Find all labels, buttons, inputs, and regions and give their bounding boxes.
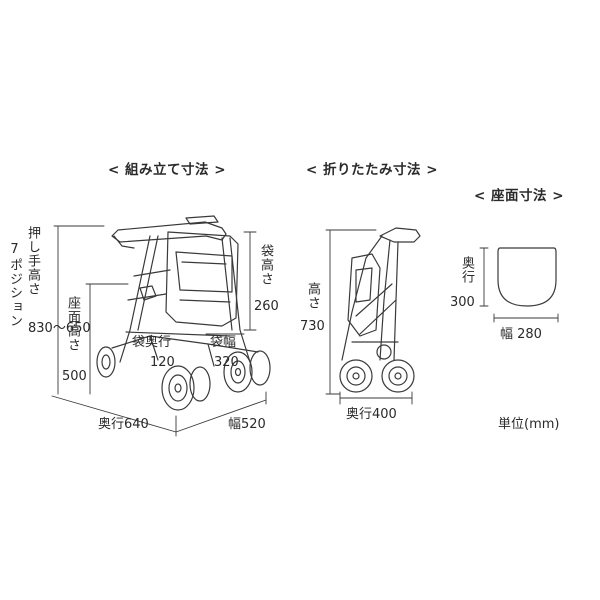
bag-depth-value: 120 — [150, 355, 175, 370]
seat-height-value: 500 — [62, 369, 87, 384]
bag-height-value: 260 — [254, 299, 279, 314]
folded-wheel-small — [376, 344, 392, 360]
seat-height-label: 座面高さ — [65, 296, 80, 352]
dimension-lines-folded — [325, 229, 413, 405]
folded-height-value: 730 — [300, 319, 325, 334]
wheel-rear-right — [249, 350, 271, 386]
dimension-lines-seat — [479, 247, 559, 323]
positions-label: 7ポジション — [7, 242, 22, 328]
walker-assembled-illustration — [96, 215, 271, 411]
folded-height-label: 高さ — [305, 282, 320, 310]
dimension-lines-assembled — [51, 225, 267, 437]
folded-wheel-front — [339, 359, 373, 393]
heading-seat: < 座面寸法 > — [474, 188, 565, 204]
bag-width-value: 320 — [214, 355, 239, 370]
bag-height-label: 袋高さ — [258, 244, 273, 286]
folded-wheel-rear — [381, 359, 415, 393]
handle-height-value: 830～650 — [28, 321, 91, 336]
bag-depth-label: 袋奥行 — [132, 335, 172, 350]
wheel-rear-left — [189, 366, 211, 402]
bag-width-label: 袋幅 — [210, 335, 237, 350]
walker-folded-illustration — [339, 227, 421, 393]
folded-depth-label: 奥行400 — [346, 407, 397, 422]
heading-folded: < 折りたたみ寸法 > — [306, 162, 439, 178]
seat-width-label: 幅 280 — [500, 327, 542, 342]
wheel-rear-middle — [223, 351, 253, 393]
seat-outline — [497, 247, 557, 307]
wheel-front-right — [161, 365, 195, 411]
handle-height-label: 押し手高さ — [25, 226, 40, 296]
seat-depth-value: 300 — [450, 295, 475, 310]
heading-assembled: < 組み立て寸法 > — [108, 162, 227, 178]
depth-label: 奥行640 — [98, 417, 149, 432]
unit-label: 単位(mm) — [498, 417, 560, 432]
wheel-front-left — [96, 346, 116, 378]
seat-depth-label: 奥行 — [459, 256, 474, 284]
width-label: 幅520 — [228, 417, 266, 432]
